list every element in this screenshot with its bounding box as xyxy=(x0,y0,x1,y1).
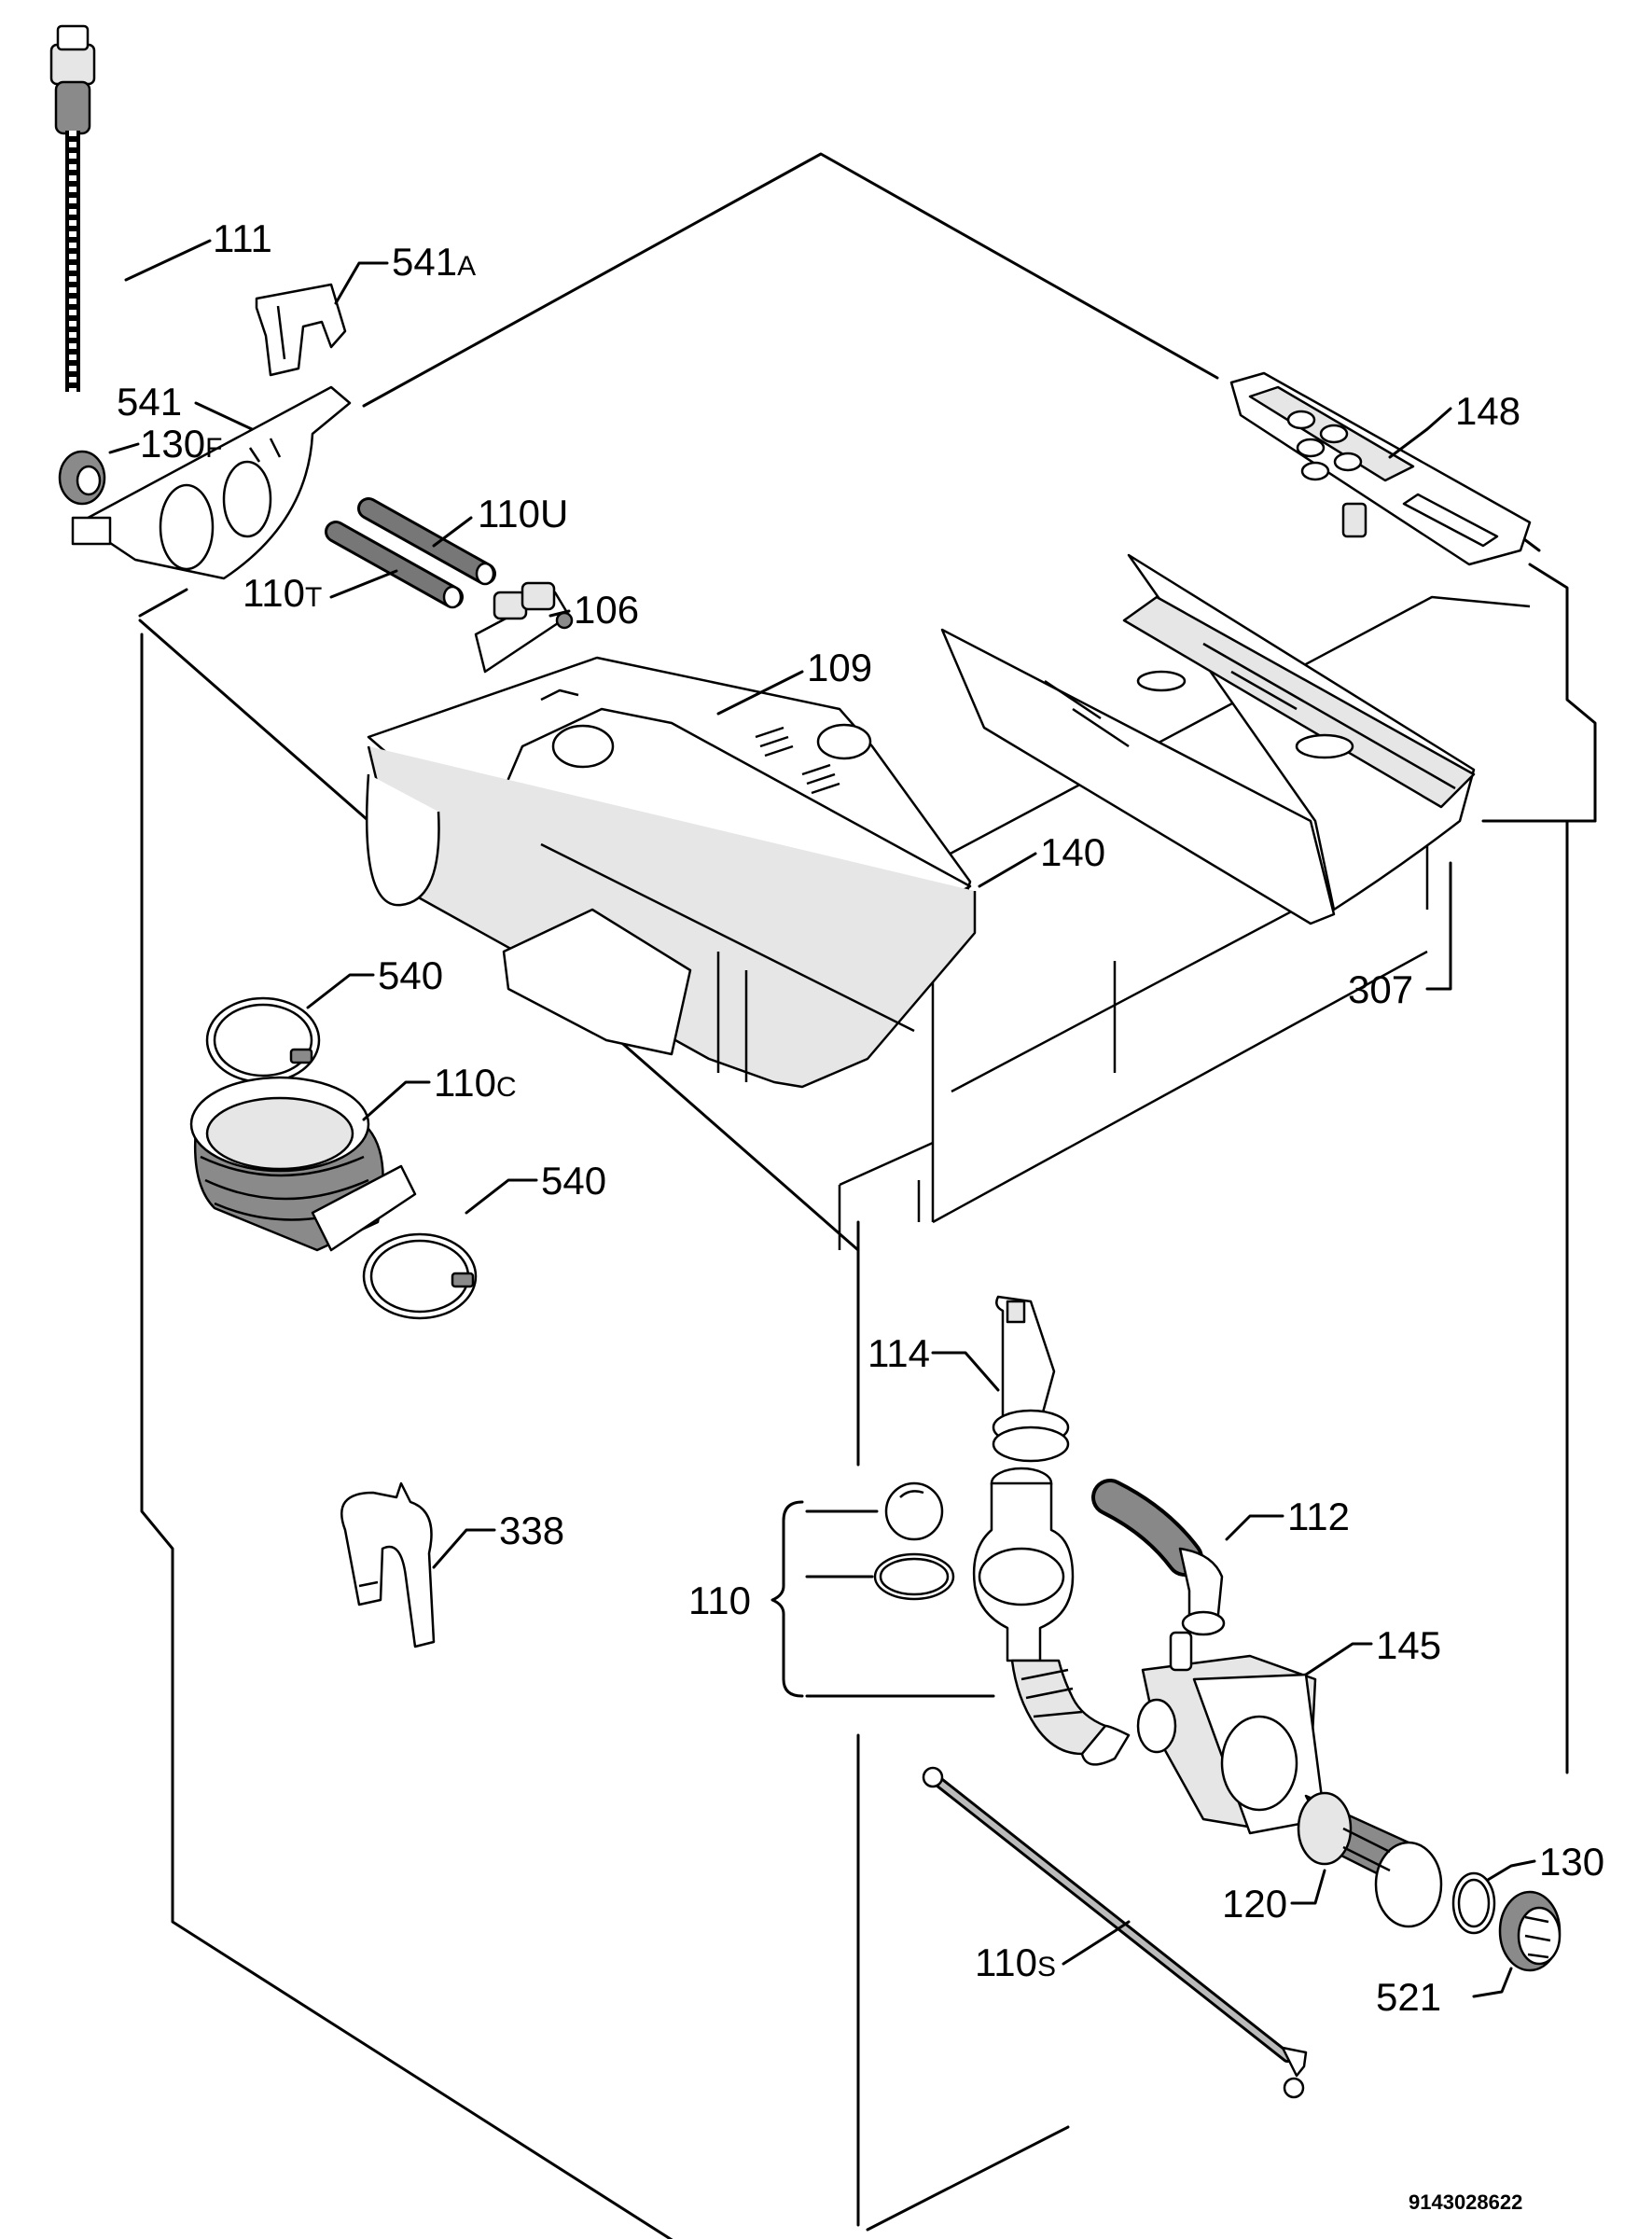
label-541: 541 xyxy=(117,380,182,424)
label-111: 111 xyxy=(213,216,272,260)
dispenser-housing-140-part xyxy=(365,745,977,1089)
label-110u: 110U xyxy=(478,492,568,535)
clip-541a-part xyxy=(255,283,347,377)
cap-521-part xyxy=(1498,1890,1562,1972)
leader-lines xyxy=(108,239,1536,1998)
clamp-540-upper-part xyxy=(205,996,321,1084)
inlet-hose-part xyxy=(49,24,96,392)
label-541a: 541A xyxy=(392,240,476,284)
tubes-110u-110t-part xyxy=(325,497,496,609)
label-112: 112 xyxy=(1287,1495,1350,1538)
label-145: 145 xyxy=(1376,1623,1441,1667)
pump-housing-145-part xyxy=(1136,1631,1326,1835)
label-540-upper: 540 xyxy=(378,953,443,997)
rod-110s-part xyxy=(922,1766,1308,2099)
label-521: 521 xyxy=(1376,1975,1441,2019)
seal-130-part xyxy=(1451,1871,1496,1935)
label-120: 120 xyxy=(1222,1882,1287,1926)
label-109: 109 xyxy=(807,646,872,689)
label-110: 110 xyxy=(688,1578,751,1622)
label-140: 140 xyxy=(1040,830,1105,874)
nut-130f-part xyxy=(58,450,106,506)
label-130: 130 xyxy=(1539,1840,1604,1884)
bracket-338-part xyxy=(340,1481,436,1648)
air-trap-114-part xyxy=(992,1295,1070,1463)
label-130f: 130F xyxy=(140,422,222,466)
detergent-drawer-307-part xyxy=(940,553,1476,925)
drawer-handle-148-part xyxy=(1229,371,1532,566)
hose-112-part xyxy=(1091,1479,1226,1636)
label-338: 338 xyxy=(499,1509,564,1552)
label-110t: 110T xyxy=(243,571,322,615)
label-106: 106 xyxy=(574,588,639,632)
label-540-lower: 540 xyxy=(541,1159,606,1203)
label-114: 114 xyxy=(868,1331,930,1375)
drawing-code: 9143028622 xyxy=(1409,2190,1522,2214)
label-148: 148 xyxy=(1455,389,1520,433)
pump-assembly-110-part xyxy=(873,1467,1131,1766)
label-110s: 110S xyxy=(975,1940,1056,1984)
label-110c: 110C xyxy=(434,1061,517,1105)
bellows-110c-part xyxy=(189,1076,417,1252)
part-labels: 111 541A 541 130F 110U 110T 106 109 148 … xyxy=(117,216,1604,2214)
valve-106-part xyxy=(474,581,574,674)
label-307: 307 xyxy=(1348,967,1413,1011)
panel-541-part xyxy=(71,385,352,580)
clamp-540-lower-part xyxy=(362,1232,478,1320)
filter-120-part xyxy=(1297,1791,1443,1928)
